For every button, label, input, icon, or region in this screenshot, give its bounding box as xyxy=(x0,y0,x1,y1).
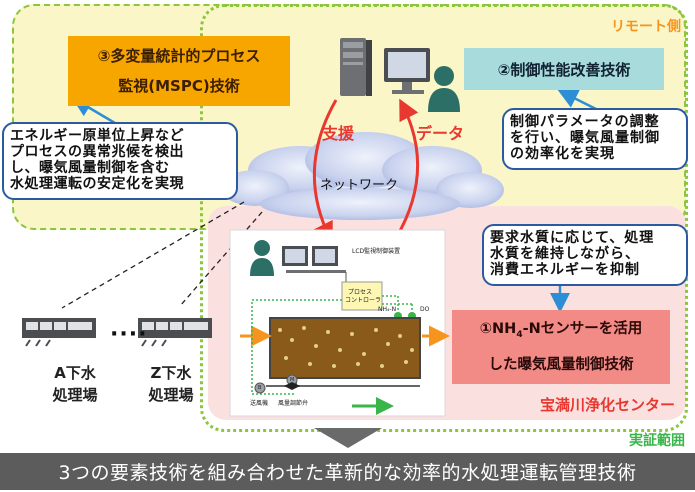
facility-ellipsis: ···· xyxy=(110,322,148,347)
nh4-sensor-technology-box: ①NH4-Nセンサーを活用 した曝気風量制御技術 xyxy=(452,310,670,384)
plant-monitors xyxy=(282,246,346,273)
result-chevron xyxy=(314,428,382,448)
plant-name-label: 宝満川浄化センター xyxy=(539,396,675,414)
data-arrow xyxy=(394,98,420,239)
nh4-sensor-label: NH₄-N xyxy=(378,306,397,313)
valve-label: 風量調節弁 xyxy=(278,400,309,407)
monitor-icon xyxy=(384,48,430,94)
demonstration-scope-outline xyxy=(200,4,688,432)
blower-letter: B xyxy=(258,385,262,391)
support-arrow xyxy=(312,99,338,244)
summary-banner-text: 3つの要素技術を組み合わせた革新的な効率的水処理運転管理技術 xyxy=(58,462,637,484)
controller-label-2: コントローラ xyxy=(345,297,382,304)
aeration-tank xyxy=(269,317,421,379)
control-signal-line xyxy=(251,299,342,394)
facility-z-label: Z下水 処理場 xyxy=(148,364,194,404)
data-label: データ xyxy=(416,124,465,143)
valve-icon xyxy=(284,382,300,390)
facility-a-panel xyxy=(22,318,96,347)
lcd-monitor-label: LCD監視制御装置 xyxy=(352,248,401,255)
controller-label-1: プロセス xyxy=(348,289,373,296)
control-improvement-box: ②制御性能改善技術 xyxy=(464,48,664,90)
plant-operator-icon xyxy=(250,240,274,276)
control-improvement-label: ②制御性能改善技術 xyxy=(497,60,631,79)
blower-label: 送風機 xyxy=(250,400,269,407)
demonstration-scope-label: 実証範囲 xyxy=(629,433,685,449)
mspc-technology-box: ③多変量統計的プロセス 監視(MSPC)技術 xyxy=(68,36,290,106)
connector-z xyxy=(179,211,263,307)
network-label: ネットワーク xyxy=(320,178,399,193)
network-cloud xyxy=(221,132,504,220)
callout-arrow-right xyxy=(557,89,599,112)
nh4-line2: した曝気風量制御技術 xyxy=(488,356,634,373)
remote-side-label: リモート側 xyxy=(611,19,681,35)
control-description-note: 制御パラメータの調整 を行い、曝気風量制御 の効率化を実現 xyxy=(502,108,688,170)
mspc-line1: ③多変量統計的プロセス xyxy=(97,47,261,65)
connector-a xyxy=(61,201,245,309)
summary-banner: 3つの要素技術を組み合わせた革新的な効率的水処理運転管理技術 xyxy=(0,453,695,490)
operator-icon xyxy=(428,66,460,112)
server-icon xyxy=(340,38,372,96)
do-sensor-label: DO xyxy=(420,306,430,313)
mspc-description-note: エネルギー原単位上昇など プロセスの異常兆候を検出 し、曝気風量制御を含む 水処… xyxy=(2,122,238,200)
nh4-line1: ①NH4-Nセンサーを活用 xyxy=(479,321,643,340)
aeration-description-note: 要求水質に応じて、処理 水質を維持しながら、 消費エネルギーを抑制 xyxy=(482,224,688,286)
blower-icon xyxy=(254,382,266,394)
support-label: 支援 xyxy=(322,124,355,143)
facility-a-label: A下水 処理場 xyxy=(52,364,98,404)
process-controller xyxy=(341,281,383,311)
mspc-line2: 監視(MSPC)技術 xyxy=(118,77,240,95)
facility-z-panel xyxy=(138,318,212,347)
motor-letter: M xyxy=(290,377,295,383)
